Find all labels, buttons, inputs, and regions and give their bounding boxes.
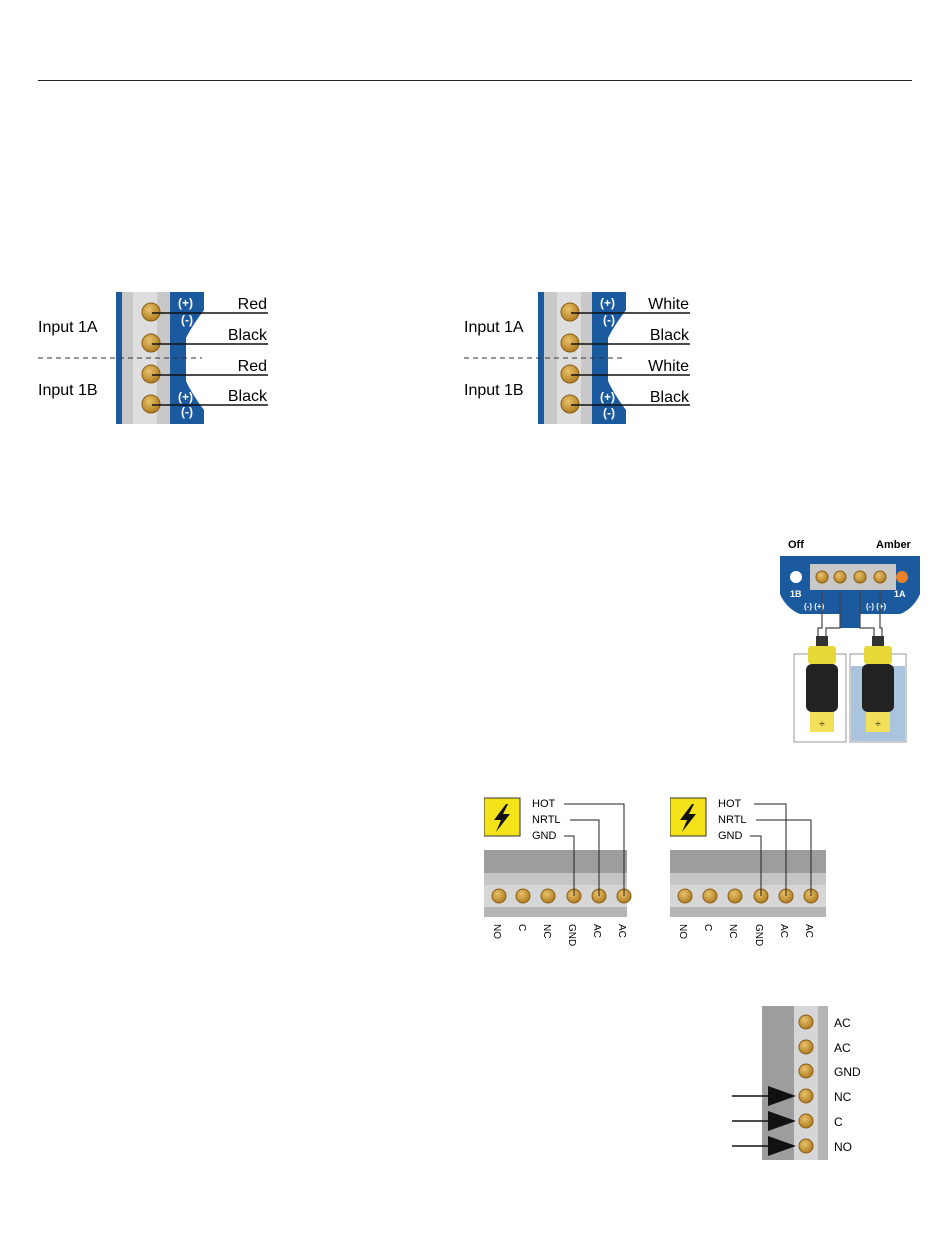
polarity-plus: (+) — [178, 390, 193, 404]
screw-icon — [492, 889, 506, 903]
screw-icon — [142, 334, 160, 352]
screw-icon — [799, 1040, 813, 1054]
polarity-minus: (-) — [603, 313, 615, 327]
screw-icon — [799, 1114, 813, 1128]
terminal-block-band — [484, 873, 627, 885]
screw-icon — [142, 395, 160, 413]
screw-icon — [799, 1064, 813, 1078]
polarity-minus: (-) — [181, 405, 193, 419]
ground-label: GND — [718, 830, 743, 842]
polarity-plus: (+) — [600, 296, 615, 310]
terminal-block-bottom — [670, 907, 826, 917]
wire-label: Red — [238, 358, 267, 375]
header-rule — [38, 80, 912, 81]
screw-icon — [816, 571, 828, 583]
polarity-minus: (-) — [603, 406, 615, 420]
ground-label: GND — [532, 830, 557, 842]
screw-icon — [561, 303, 579, 321]
terminal-label: C — [834, 1115, 843, 1129]
terminal-label: C — [516, 924, 527, 931]
screw-icon — [799, 1089, 813, 1103]
ac-power-wiring-diagram-alt: HOT NRTL GND NO C NC GND AC AC — [670, 796, 826, 952]
polarity-plus: (+) — [178, 296, 193, 310]
screw-icon — [834, 571, 846, 583]
sensor-installation-diagram: Off Amber 1B 1A (-) (+) (-) (+) ÷ ÷ — [780, 536, 920, 744]
screw-icon — [541, 889, 555, 903]
neutral-label: NRTL — [532, 814, 561, 826]
led-off-icon — [790, 571, 802, 583]
screw-icon — [678, 889, 692, 903]
off-label: Off — [788, 539, 804, 551]
terminal-label: NC — [727, 924, 738, 938]
sensor-nut — [862, 664, 894, 712]
terminal-label: NC — [834, 1090, 852, 1104]
relay-output-terminal-diagram: AC AC GND NC C NO — [730, 1004, 870, 1162]
screw-icon — [561, 395, 579, 413]
terminal-label: NO — [491, 924, 502, 939]
wire-label: White — [648, 296, 689, 313]
screw-icon — [703, 889, 717, 903]
terminal-label: GND — [834, 1065, 861, 1079]
input-1a-label: Input 1A — [464, 319, 524, 336]
wire-label: Black — [650, 389, 690, 406]
terminal-label: C — [702, 924, 713, 931]
screw-icon — [728, 889, 742, 903]
screw-icon — [561, 334, 579, 352]
hot-label: HOT — [718, 798, 742, 810]
channel-1b-label: 1B — [790, 589, 802, 599]
screw-icon — [874, 571, 886, 583]
terminal-label: GND — [566, 924, 577, 946]
terminal-block-strip — [670, 885, 826, 907]
polarity-label: (-) (+) — [866, 602, 887, 611]
amber-label: Amber — [876, 539, 912, 551]
terminal-label: AC — [834, 1041, 851, 1055]
input-1b-label: Input 1B — [38, 382, 98, 399]
led-amber-icon — [896, 571, 908, 583]
wire-label: Black — [228, 388, 268, 405]
polarity-plus: (+) — [600, 390, 615, 404]
input-wiring-diagram-red-black: Input 1A Input 1B (+) (-) (+) (-) Red Bl… — [36, 288, 276, 430]
terminal-block-bottom — [484, 907, 627, 917]
input-1a-label: Input 1A — [38, 319, 98, 336]
sensor-body — [808, 646, 836, 664]
input-1b-label: Input 1B — [464, 382, 524, 399]
screw-icon — [516, 889, 530, 903]
wire-label: Black — [650, 327, 690, 344]
terminal-label: NC — [541, 924, 552, 938]
terminal-label: AC — [834, 1016, 851, 1030]
screw-icon — [799, 1015, 813, 1029]
terminal-block-side — [762, 1006, 794, 1160]
sensor-nut — [806, 664, 838, 712]
terminal-label: NO — [834, 1140, 852, 1154]
terminal-label: AC — [591, 924, 602, 938]
screw-icon — [142, 365, 160, 383]
terminal-label: NO — [677, 924, 688, 939]
sensor-symbol-icon: ÷ — [875, 719, 881, 730]
wire-label: Black — [228, 327, 268, 344]
polarity-minus: (-) — [181, 313, 193, 327]
terminal-label: AC — [616, 924, 627, 938]
terminal-label: AC — [803, 924, 814, 938]
wire-label: White — [648, 358, 689, 375]
terminal-block-edge — [818, 1006, 828, 1160]
terminal-label: GND — [753, 924, 764, 946]
screw-icon — [799, 1139, 813, 1153]
wire-label: Red — [238, 296, 267, 313]
ac-power-wiring-diagram: HOT NRTL GND NO C NC GND AC AC — [484, 796, 634, 952]
terminal-label: AC — [778, 924, 789, 938]
screw-icon — [561, 365, 579, 383]
sensor-body — [864, 646, 892, 664]
channel-1a-label: 1A — [894, 589, 906, 599]
sensor-symbol-icon: ÷ — [819, 719, 825, 730]
screw-icon — [142, 303, 160, 321]
input-wiring-diagram-white-black: Input 1A Input 1B (+) (-) (+) (-) White … — [460, 288, 700, 430]
terminal-block-band — [670, 873, 826, 885]
hot-label: HOT — [532, 798, 556, 810]
screw-icon — [854, 571, 866, 583]
neutral-label: NRTL — [718, 814, 747, 826]
